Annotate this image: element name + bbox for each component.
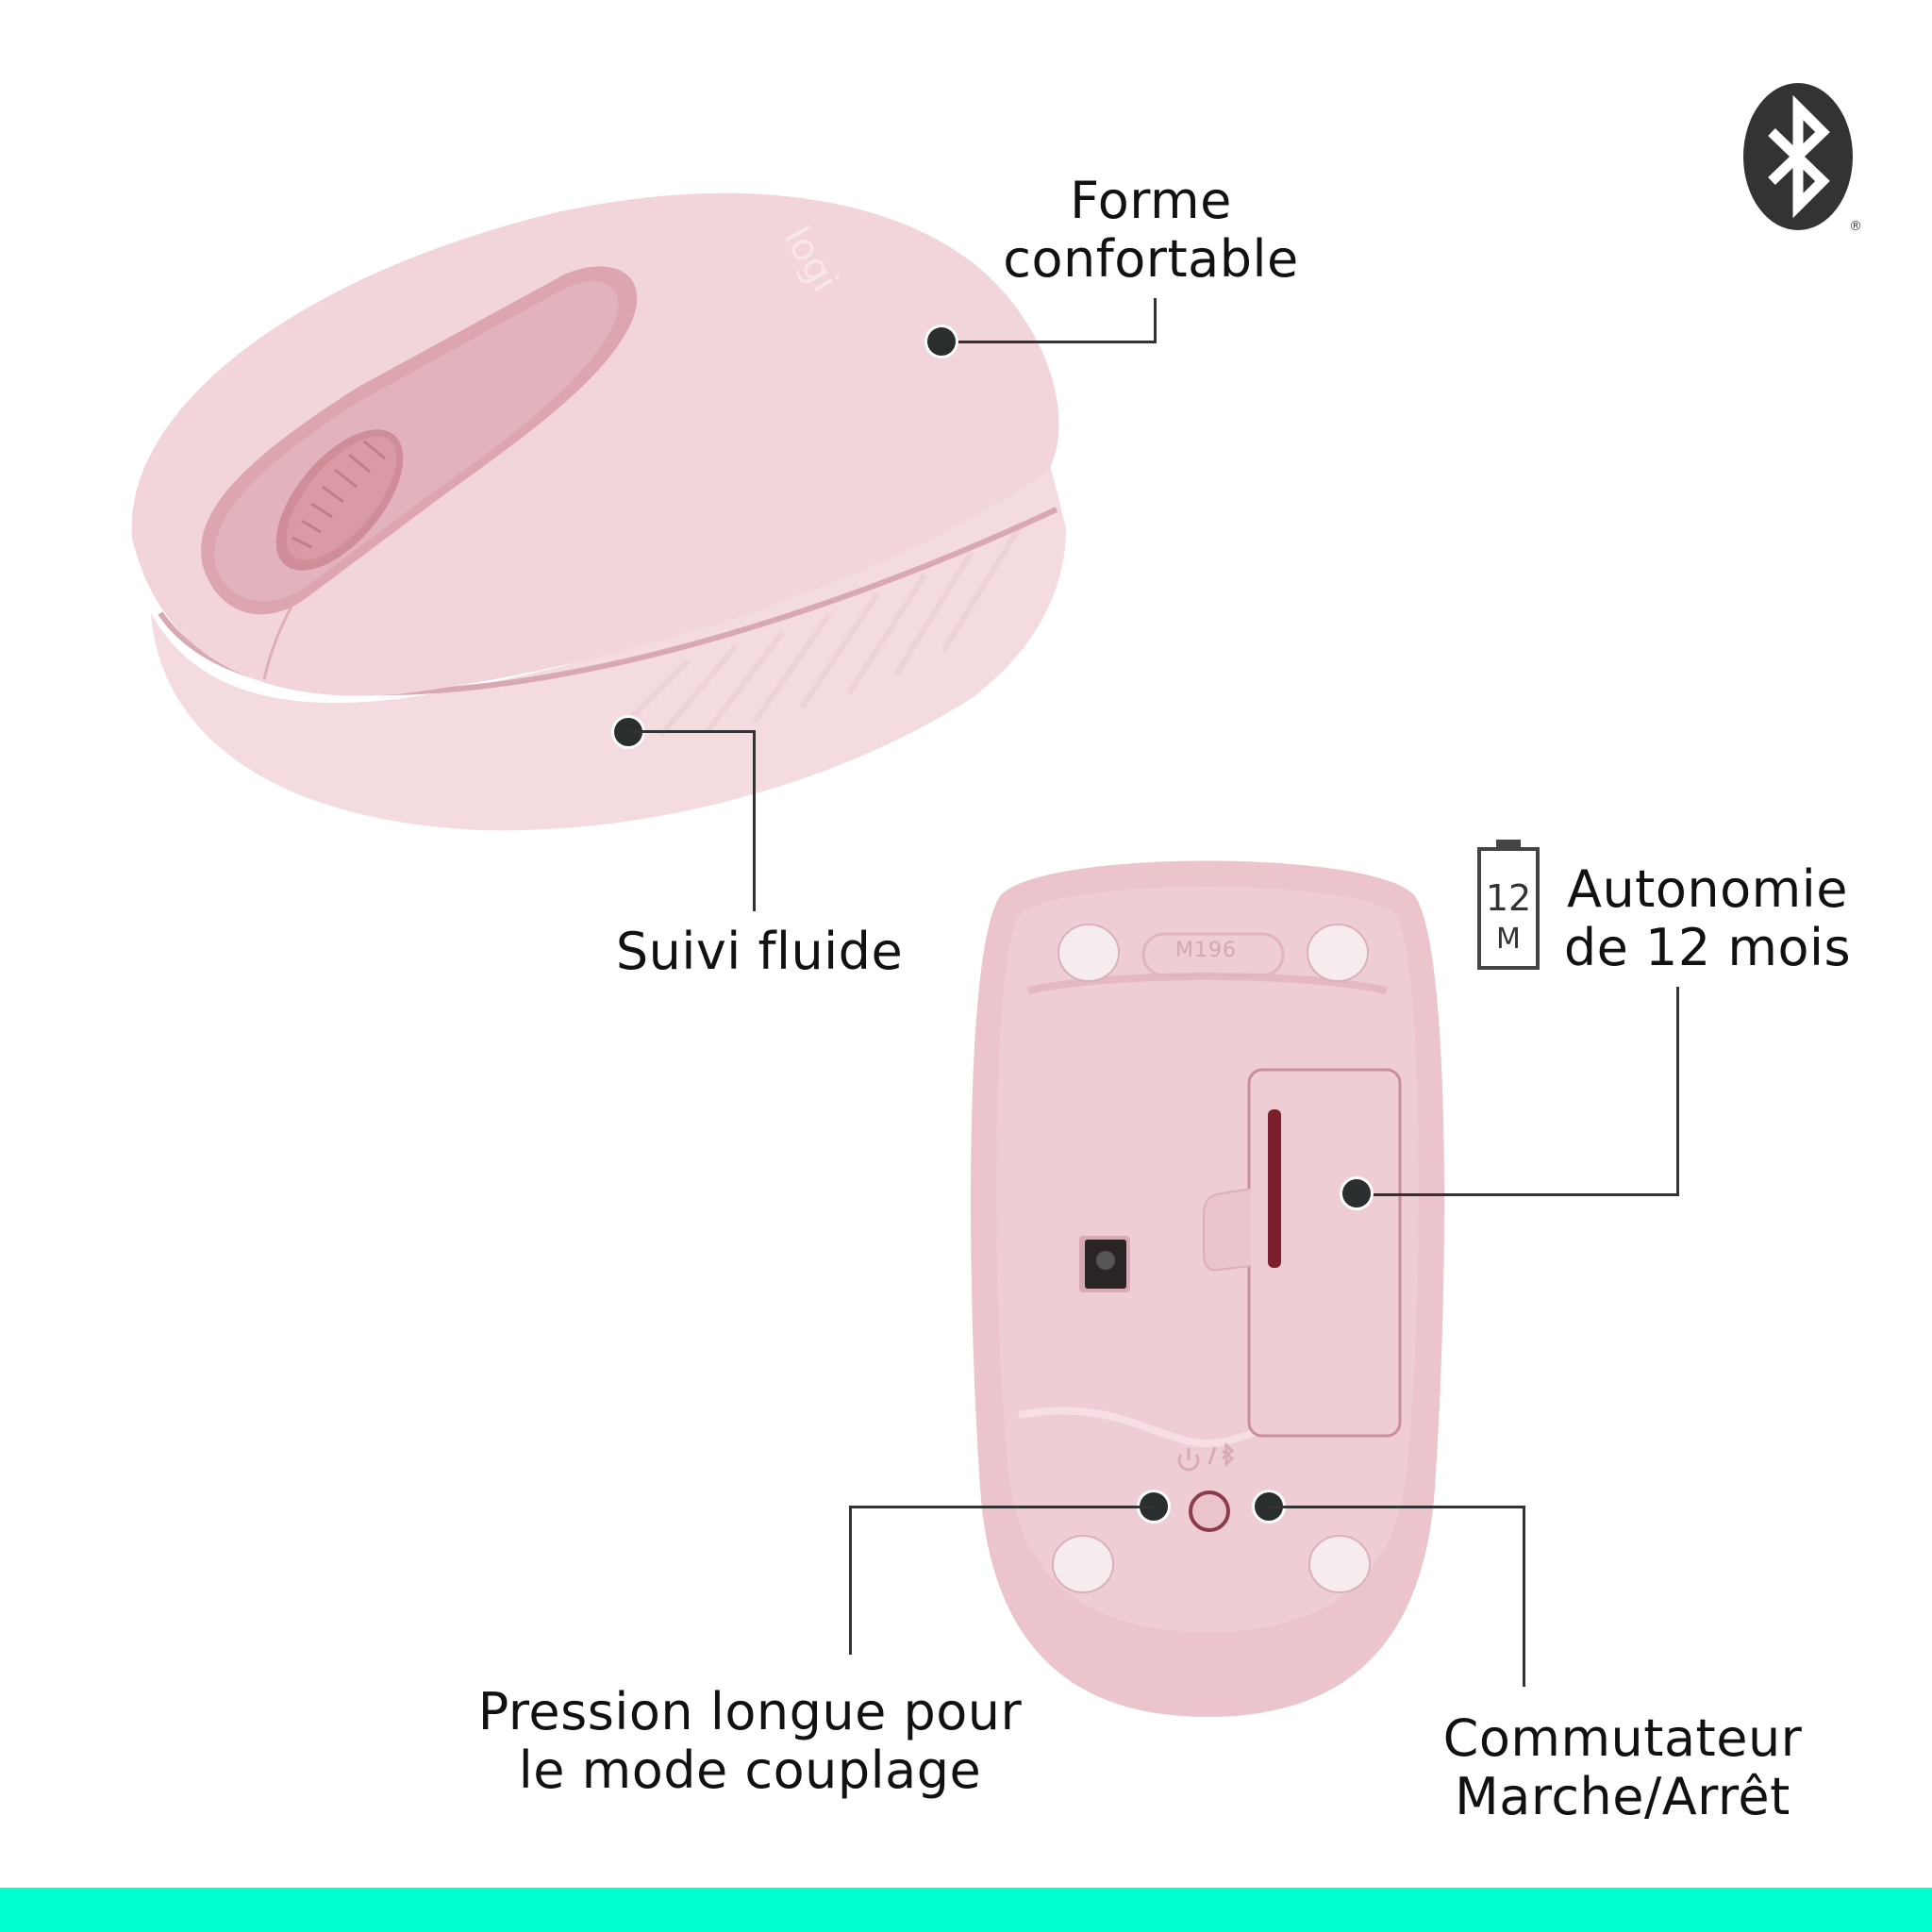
callout-power-switch-line-v [1523,1506,1525,1687]
callout-smooth-tracking-label: Suivi fluide [615,922,904,981]
callout-smooth-tracking-line-v [753,730,756,911]
callout-comfortable-shape-line-v [1154,298,1157,343]
battery-badge: 12 M [1477,840,1540,972]
bluetooth-badge: ® [1743,83,1862,238]
mouse-top-view: logi [123,170,1085,849]
callout-comfortable-shape-dot [924,325,958,358]
callout-smooth-tracking-line-h [628,730,756,733]
callout-comfortable-shape-label: Forme confortable [1003,171,1299,289]
callout-battery-life-label: Autonomie de 12 mois [1563,859,1852,977]
battery-unit: M [1496,923,1521,956]
bottom-accent-bar [0,1888,1932,1932]
registered-mark: ® [1849,219,1862,234]
callout-pairing-line-h [849,1506,1154,1508]
callout-battery-life-line-v [1676,987,1679,1196]
mouse-bottom-view: M196 [962,840,1453,1726]
callout-battery-life-dot [1340,1176,1374,1210]
callout-pairing-label: Pression longue pour le mode couplage [477,1682,1023,1800]
callout-battery-life-line-h [1357,1193,1679,1196]
battery-number: 12 [1485,877,1532,919]
callout-comfortable-shape-line-h [941,341,1157,343]
battery-icon [1477,840,1540,970]
model-number: M196 [1175,939,1237,962]
bluetooth-icon [1743,83,1853,230]
callout-pairing-line-v [849,1506,852,1655]
callout-power-switch-line-h [1269,1506,1525,1508]
callout-power-switch-label: Commutateur Marche/Arrêt [1442,1708,1803,1826]
